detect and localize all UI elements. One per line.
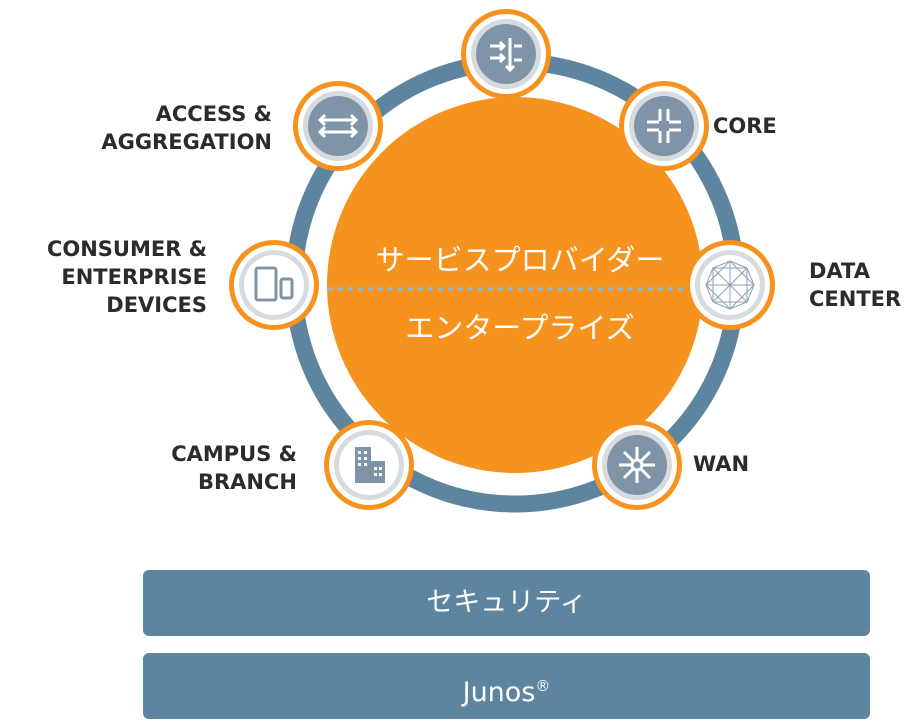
- label-campus-line1: CAMPUS &: [171, 442, 297, 466]
- center-label-enterprise: エンタープライズ: [405, 311, 635, 345]
- hub-arrows-icon: [619, 447, 655, 483]
- mesh-network-icon: [705, 260, 755, 310]
- label-data-center: DATA CENTER: [809, 257, 901, 313]
- core-router-icon: [647, 109, 681, 143]
- node-wan: [592, 420, 682, 510]
- center-label-provider: サービスプロバイダー: [375, 243, 665, 277]
- security-label: セキュリティ: [426, 587, 587, 618]
- label-consumer: CONSUMER & ENTERPRISE DEVICES: [47, 235, 207, 319]
- node-core: [619, 81, 709, 171]
- label-wan: WAN: [693, 450, 749, 478]
- center-circle: [327, 97, 703, 473]
- node-data-center: [685, 240, 775, 330]
- node-consumer: [229, 240, 319, 330]
- label-consumer-line2: ENTERPRISE: [61, 265, 207, 289]
- label-data-center-line2: CENTER: [809, 287, 902, 311]
- tablet-phone-icon: [254, 266, 294, 302]
- label-access: ACCESS & AGGREGATION: [101, 100, 272, 156]
- node-access: [293, 81, 383, 171]
- node-campus: [324, 420, 414, 510]
- label-campus: CAMPUS & BRANCH: [171, 440, 297, 496]
- label-core: CORE: [713, 112, 777, 140]
- node-top: [461, 9, 551, 99]
- label-data-center-line1: DATA: [809, 259, 871, 283]
- label-consumer-line3: DEVICES: [106, 293, 207, 317]
- label-wan-line1: WAN: [693, 452, 750, 476]
- label-access-line2: AGGREGATION: [101, 130, 272, 154]
- registered-mark: ®: [535, 677, 551, 695]
- junos-bar: Junos®: [143, 653, 870, 719]
- label-campus-line2: BRANCH: [198, 470, 297, 494]
- switch-icon: [317, 113, 359, 139]
- label-core-line1: CORE: [713, 114, 777, 138]
- label-consumer-line1: CONSUMER &: [46, 237, 207, 261]
- junos-label: Junos: [462, 677, 536, 708]
- security-bar: セキュリティ: [143, 570, 870, 636]
- label-access-line1: ACCESS &: [155, 102, 272, 126]
- building-icon: [355, 447, 385, 483]
- router-icon: [490, 38, 522, 73]
